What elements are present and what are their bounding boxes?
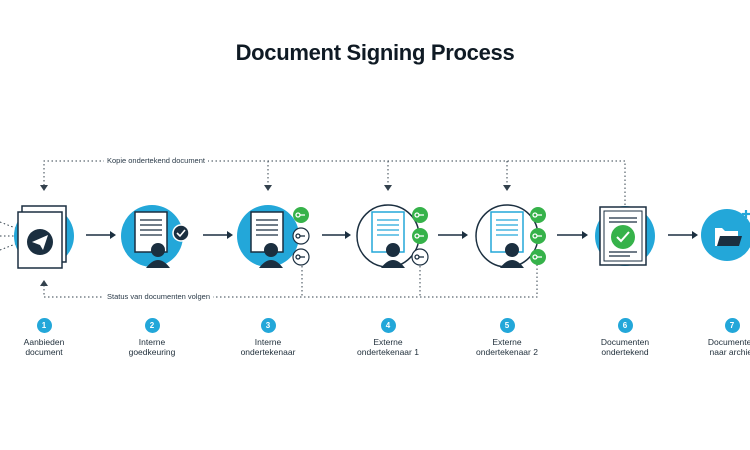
bottom-loop-arrowhead <box>40 280 48 286</box>
step-5: 5 Externe ondertekenaar 2 <box>462 318 552 357</box>
step-label: Interne ondertekenaar <box>240 337 296 357</box>
step-3-internal-signer-icon <box>237 205 310 268</box>
step-3: 3 Interne ondertekenaar <box>223 318 313 357</box>
step-4-external-signer-1-icon <box>356 204 429 268</box>
step-label: Interne goedkeuring <box>128 337 176 357</box>
step-number-badge: 4 <box>380 318 396 333</box>
step-4: 4 Externe ondertekenaar 1 <box>343 318 433 357</box>
step-number-badge: 6 <box>617 318 633 333</box>
step-label: Externe ondertekenaar 1 <box>357 337 419 357</box>
top-feedback-loop <box>43 160 626 205</box>
plus-icon <box>742 210 750 218</box>
step-label: Externe ondertekenaar 2 <box>476 337 538 357</box>
key-icon <box>414 212 424 239</box>
step-7-archive-icon <box>701 209 750 261</box>
key-icon <box>295 212 305 218</box>
key-icon <box>295 233 305 260</box>
top-loop-label: Kopie ondertekend document <box>104 156 208 165</box>
bottom-status-loop <box>43 262 538 298</box>
key-icon <box>532 212 542 260</box>
step-number-badge: 7 <box>724 318 740 333</box>
step-number-badge: 2 <box>144 318 160 333</box>
top-loop-arrowheads <box>40 185 511 191</box>
step-2-approval-icon <box>121 205 190 268</box>
step-6: 6 Documenten ondertekend <box>580 318 670 357</box>
bottom-loop-label: Status van documenten volgen <box>104 292 213 301</box>
step-1-submit-icon <box>14 205 74 269</box>
step-7: 7 Documenten naar archief <box>687 318 750 357</box>
step-label: Aanbieden document <box>23 337 65 357</box>
step-1: 1 Aanbieden document <box>0 318 89 357</box>
check-badge-icon <box>611 225 635 249</box>
step-number-badge: 1 <box>36 318 52 333</box>
step-label: Documenten ondertekend <box>600 337 650 357</box>
step-number-badge: 3 <box>260 318 276 333</box>
step-2: 2 Interne goedkeuring <box>107 318 197 357</box>
key-icon <box>414 254 424 260</box>
step-label: Documenten naar archief <box>707 337 750 357</box>
page-title: Document Signing Process <box>235 40 515 65</box>
step-6-signed-icon <box>595 206 655 266</box>
step-5-external-signer-2-icon <box>475 204 546 268</box>
step-number-badge: 5 <box>499 318 515 333</box>
incoming-lines <box>0 221 19 251</box>
flow-arrowheads <box>110 231 698 239</box>
